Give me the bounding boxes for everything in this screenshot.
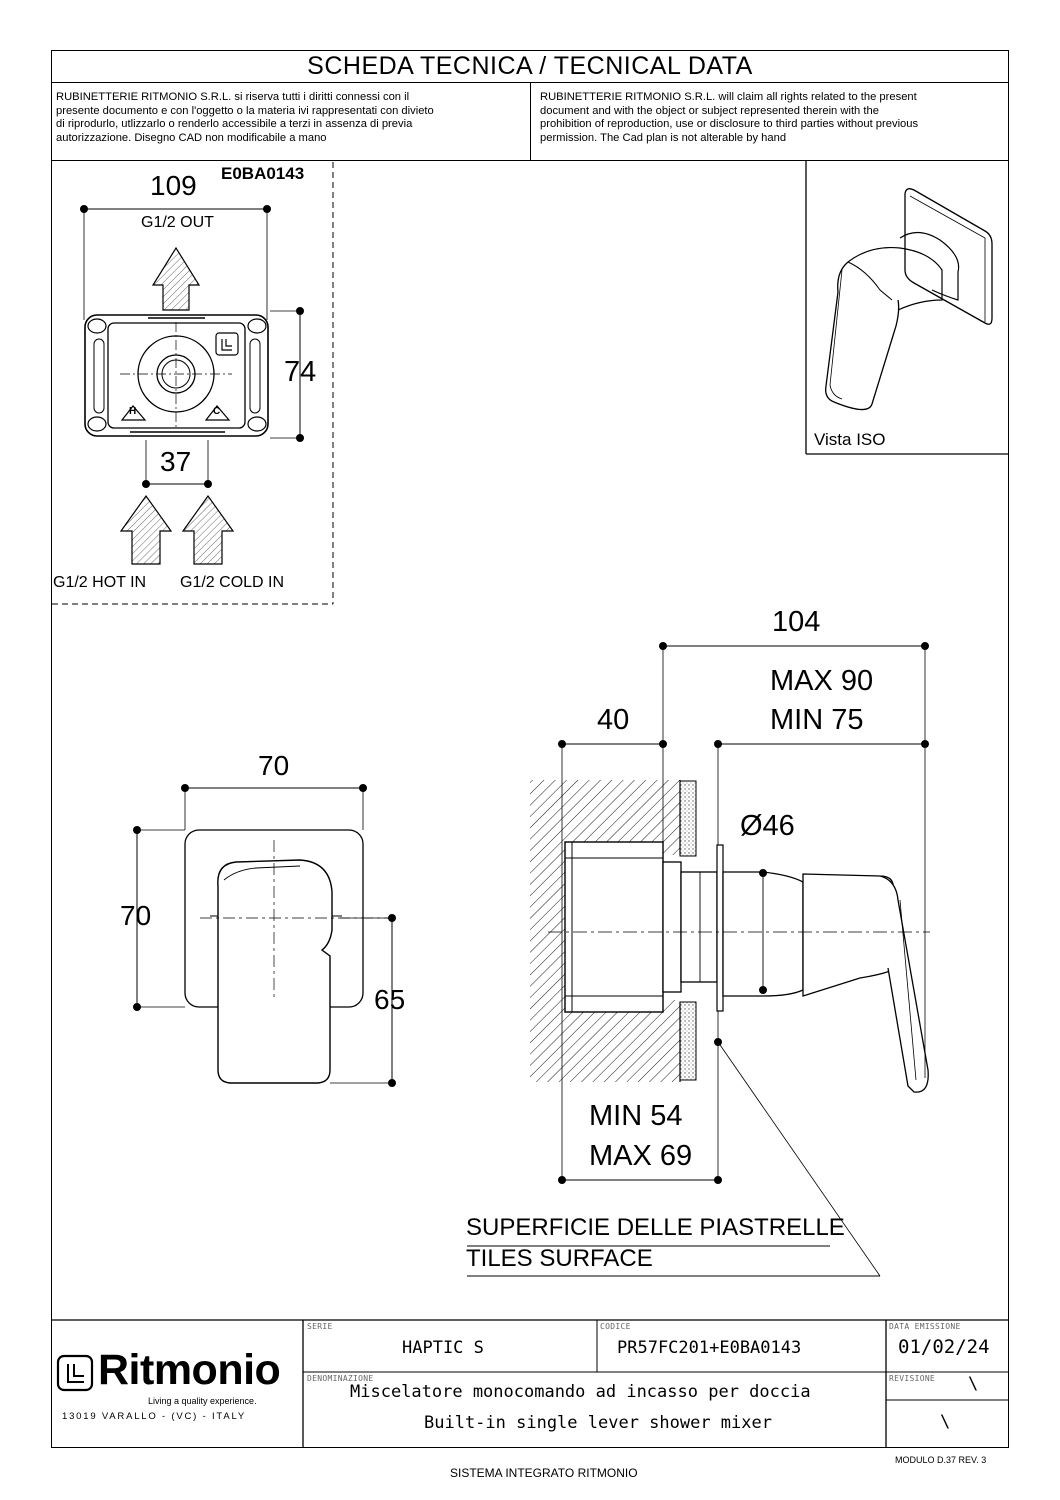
notice-english: RUBINETTERIE RITMONIO S.R.L. will claim … [540,91,1005,145]
iso-view-label: Vista ISO [814,430,886,449]
integrated-system-label: SISTEMA INTEGRATO RITMONIO [450,1466,638,1480]
brand-address: 13019 VARALLO - (VC) - ITALY [62,1411,246,1422]
notice-it-line: autorizzazione. Disegno CAD non modifica… [56,131,327,144]
box-width-dimension: 109 [150,170,197,201]
denominazione-label: DENOMINAZIONE [307,1374,374,1383]
hot-marker: H [129,406,137,417]
codice-value: PR57FC201+E0BA0143 [617,1338,802,1358]
lever-height-dimension: 65 [374,984,406,1015]
box-spacing-dimension: 37 [160,446,192,477]
box-view [52,162,334,605]
revision-mark: \ [968,1374,979,1394]
tiles-surface-label-it: SUPERFICIE DELLE PIASTRELLE [466,1214,845,1241]
front-height-dimension: 70 [120,900,152,931]
notice-column-divider [530,82,531,160]
revision-mark-lower: \ [940,1412,951,1432]
front-width-dimension: 70 [258,750,290,781]
sheet-title: SCHEDA TECNICA / TECNICAL DATA [307,52,753,80]
notice-en-line: document and with the object or subject … [540,104,879,117]
notice-it-line: RUBINETTERIE RITMONIO S.R.L. si riserva … [56,91,410,103]
iso-view [805,160,1009,455]
tiles-surface-label-en: TILES SURFACE [466,1245,653,1272]
brand-logo: Ritmonio [98,1346,281,1394]
diameter-dimension: Ø46 [740,810,795,842]
notice-it-line: di riprodurlo, utlizzarlo o renderlo acc… [56,118,413,130]
description-english: Built-in single lever shower mixer [424,1413,772,1433]
title-block-lines [51,1319,1009,1448]
notice-divider [51,160,1009,161]
front-view [133,784,396,1087]
min-projection: MIN 75 [770,704,864,736]
out-label: G1/2 OUT [141,214,214,231]
recess-max: MAX 69 [589,1140,693,1172]
brand-tagline: Living a quality experience. [148,1396,257,1406]
description-italian: Miscelatore monocomando ad incasso per d… [350,1382,811,1402]
codice-label: CODICE [600,1322,631,1331]
cold-in-label: G1/2 COLD IN [180,574,285,591]
box-height-dimension: 74 [284,356,317,388]
total-depth-dimension: 104 [772,606,821,638]
notice-en-line: RUBINETTERIE RITMONIO S.R.L. will claim … [540,91,917,103]
sheet-frame [51,50,1009,1448]
body-depth-dimension: 40 [597,704,630,736]
hot-in-label: G1/2 HOT IN [53,574,147,591]
box-code: E0BA0143 [221,164,305,183]
notice-italian: RUBINETTERIE RITMONIO S.R.L. si riserva … [56,91,526,145]
module-revision: MODULO D.37 REV. 3 [895,1455,987,1465]
recess-min: MIN 54 [589,1100,683,1132]
notice-it-line: presente documento e con l'oggetto o la … [56,104,434,117]
side-view [467,642,930,1277]
data-emissione-label: DATA EMISSIONE [889,1322,961,1331]
notice-en-line: permission. The Cad plan is not alterabl… [540,131,787,144]
notice-en-line: prohibition of reproduction, use or disc… [540,118,919,130]
max-projection: MAX 90 [770,665,874,697]
serie-label: SERIE [307,1322,333,1331]
serie-value: HAPTIC S [402,1338,484,1358]
cold-marker: C [213,406,221,417]
data-emissione-value: 01/02/24 [898,1336,990,1358]
revisione-label: REVISIONE [889,1374,936,1383]
